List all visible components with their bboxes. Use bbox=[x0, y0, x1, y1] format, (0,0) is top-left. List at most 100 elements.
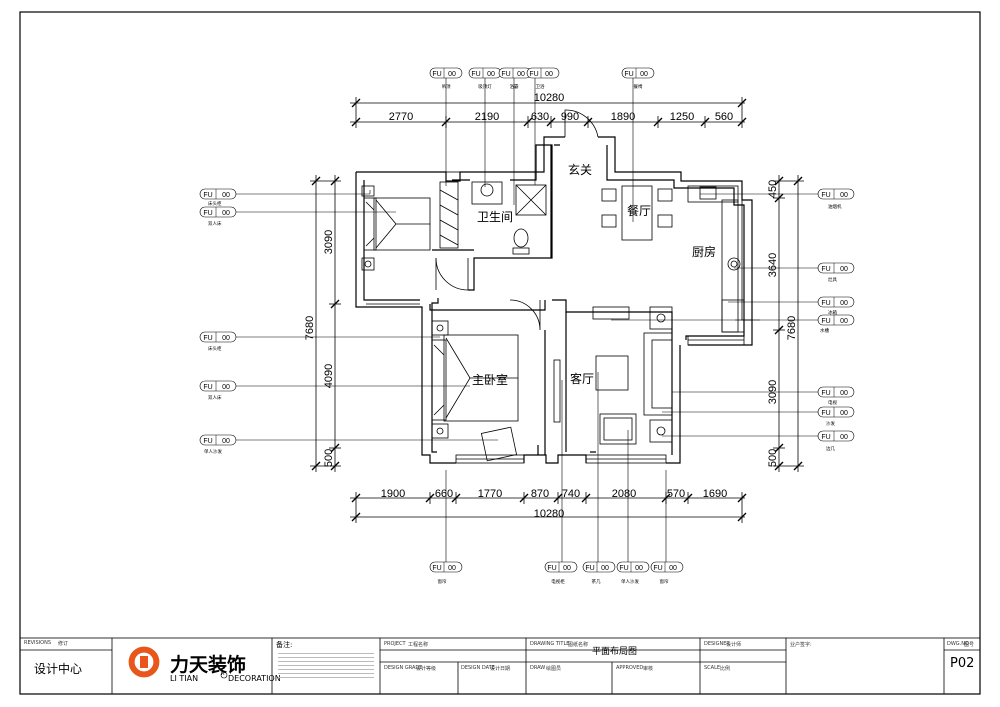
dim-top-seg: 560 bbox=[715, 111, 733, 123]
draw-value: 绘图员 bbox=[546, 666, 562, 672]
tag-number: 00 bbox=[448, 71, 456, 78]
tag-leaders bbox=[236, 78, 818, 562]
tag-prefix: FU bbox=[432, 565, 441, 572]
tag-number: 00 bbox=[640, 71, 648, 78]
tag-number: 00 bbox=[840, 300, 848, 307]
tag-prefix: FU bbox=[821, 300, 830, 307]
dim-left-total: 7680 bbox=[304, 316, 316, 340]
tag-caption: 双人床 bbox=[208, 394, 222, 401]
tag-caption: 双人床 bbox=[208, 220, 222, 227]
tag-prefix: FU bbox=[821, 192, 830, 199]
tag-fridge: FU 00 冰箱 bbox=[817, 296, 855, 316]
tag-number: 00 bbox=[840, 390, 848, 397]
top-dimension-labels: 10280 2770 2190 630 990 1890 1250 560 bbox=[389, 92, 733, 123]
scale-label: SCALE bbox=[704, 665, 721, 671]
revisions-value: 修订 bbox=[58, 641, 69, 647]
room-label-dining: 餐厅 bbox=[627, 203, 651, 218]
tag-number: 00 bbox=[448, 565, 456, 572]
tags-left: FU 00 床头柜 FU 00 双人床 FU 00 床头柜 FU 00 双人床 bbox=[199, 188, 237, 455]
dim-bottom-seg: 740 bbox=[562, 488, 580, 500]
tag-number: 00 bbox=[222, 438, 230, 445]
design-center: 设计中心 bbox=[34, 662, 83, 676]
dim-right-seg: 450 bbox=[767, 180, 779, 198]
dim-bottom-seg: 570 bbox=[667, 488, 685, 500]
tag-tv: FU 00 电视 bbox=[817, 386, 855, 406]
scale-value: 比例 bbox=[720, 666, 731, 672]
room-label-living: 客厅 bbox=[570, 371, 594, 386]
tag-number: 00 bbox=[840, 434, 848, 441]
tag-caption: 沙发 bbox=[826, 420, 835, 427]
room-labels: 玄关 卫生间 餐厅 厨房 主卧室 客厅 bbox=[472, 162, 716, 387]
tag-nightstand-master: FU 00 床头柜 bbox=[199, 331, 237, 352]
tag-number: 00 bbox=[635, 565, 643, 572]
doors bbox=[435, 109, 599, 331]
tag-prefix: FU bbox=[501, 71, 510, 78]
dim-bottom-seg: 1900 bbox=[381, 488, 405, 500]
tag-number: 00 bbox=[669, 565, 677, 572]
tag-caption: 吸顶灯 bbox=[478, 83, 492, 90]
approved-label: APPROVED bbox=[616, 665, 644, 671]
tag-dining-chair: FU 00 餐椅 bbox=[621, 67, 655, 90]
tag-prefix: FU bbox=[203, 384, 212, 391]
sheet-border bbox=[19, 11, 981, 695]
windows bbox=[366, 171, 753, 464]
tag-caption: 水槽 bbox=[820, 327, 829, 334]
tag-side-table: FU 00 边几 bbox=[817, 430, 855, 452]
tag-caption: 油烟机 bbox=[828, 203, 842, 210]
company-name: 力天装饰 bbox=[170, 654, 247, 676]
room-label-bathroom: 卫生间 bbox=[477, 210, 513, 224]
left-dimensions bbox=[310, 175, 341, 472]
tag-double-bed-master: FU 00 双人床 bbox=[199, 380, 237, 401]
room-label-kitchen: 厨房 bbox=[692, 244, 716, 259]
tag-prefix: FU bbox=[471, 71, 480, 78]
tag-stove: FU 00 灶具 bbox=[817, 262, 855, 283]
note-label: 备注: bbox=[276, 641, 293, 649]
tag-prefix: FU bbox=[432, 71, 441, 78]
tag-prefix: FU bbox=[203, 210, 212, 217]
draw-label: DRAW bbox=[530, 665, 546, 671]
furniture bbox=[361, 181, 745, 462]
tag-prefix: FU bbox=[821, 390, 830, 397]
tag-sink: FU 00 水槽 bbox=[817, 314, 855, 334]
tag-caption: 单人沙发 bbox=[621, 578, 639, 585]
dim-bottom-total: 10280 bbox=[534, 508, 565, 520]
designer-label: DESIGNER bbox=[704, 641, 730, 647]
tag-prefix: FU bbox=[203, 438, 212, 445]
tags-top: FU 00 吊顶 FU 00 吸顶灯 FU 00 浴霸 FU 00 卫浴 bbox=[429, 67, 655, 90]
bottom-dimensions bbox=[350, 492, 747, 523]
dim-bottom-seg: 1690 bbox=[703, 488, 727, 500]
tag-number: 00 bbox=[545, 71, 553, 78]
tag-prefix: FU bbox=[653, 565, 662, 572]
tag-caption: 餐椅 bbox=[634, 83, 643, 90]
tag-number: 00 bbox=[222, 335, 230, 342]
drawing-title-label: DRAWING TITLE bbox=[530, 641, 570, 647]
tag-caption: 床头柜 bbox=[208, 345, 222, 352]
tag-number: 00 bbox=[222, 210, 230, 217]
company-pinyin: LI TIAN bbox=[170, 674, 199, 683]
tag-caption: 窗帘 bbox=[660, 578, 669, 585]
tag-caption: 浴霸 bbox=[510, 83, 519, 90]
dim-top-seg: 1890 bbox=[611, 111, 635, 123]
design-date-value: 设计日期 bbox=[490, 666, 511, 672]
title-block bbox=[19, 637, 981, 695]
tag-number: 00 bbox=[840, 410, 848, 417]
tag-sanitary: FU 00 卫浴 bbox=[526, 67, 560, 90]
tag-number: 00 bbox=[563, 565, 571, 572]
tag-tv-cabinet: FU 00 电视柜 bbox=[544, 561, 578, 585]
right-dimensions bbox=[773, 175, 804, 472]
tag-prefix: FU bbox=[529, 71, 538, 78]
tag-caption: 床头柜 bbox=[208, 200, 222, 207]
client-sign-label: 业户签字: bbox=[790, 642, 812, 648]
approved-value: 审核 bbox=[643, 666, 654, 672]
tag-nightstand: FU 00 床头柜 bbox=[199, 188, 237, 207]
dwg-no-value: 图号 bbox=[964, 642, 975, 648]
dim-left-seg: 3090 bbox=[323, 230, 335, 254]
dim-top-seg: 2190 bbox=[475, 111, 499, 123]
tag-number: 00 bbox=[601, 565, 609, 572]
dim-bottom-seg: 870 bbox=[531, 488, 549, 500]
tag-caption: 单人沙发 bbox=[204, 448, 222, 455]
drawing-title-main: 平面布局图 bbox=[592, 647, 638, 657]
designer-value: 设计师 bbox=[726, 642, 742, 648]
room-label-master-bedroom: 主卧室 bbox=[472, 372, 508, 387]
